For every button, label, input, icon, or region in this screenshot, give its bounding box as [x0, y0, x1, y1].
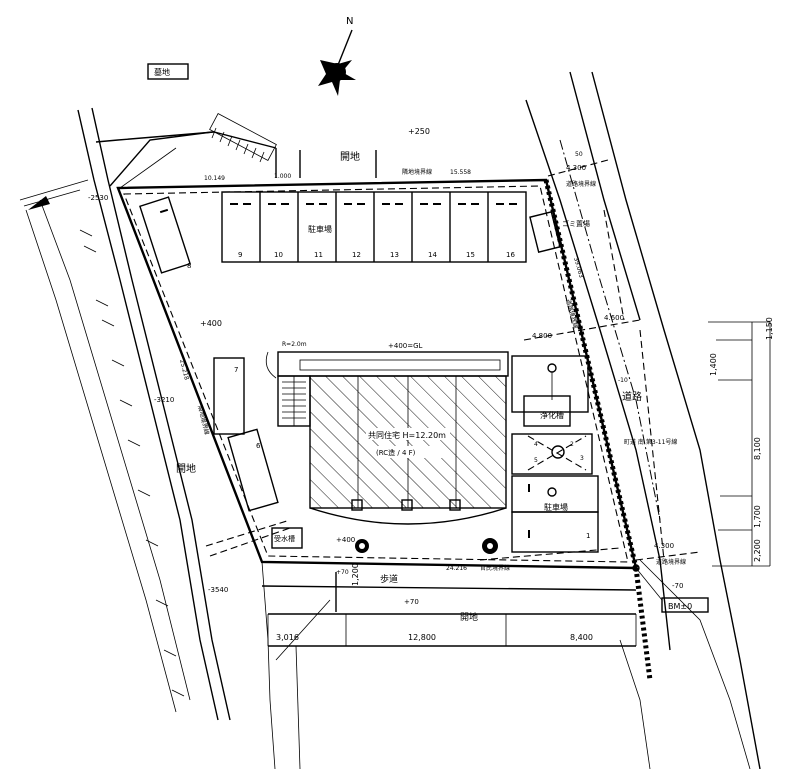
sidewalk-label: 歩道	[380, 573, 398, 585]
setback-line	[123, 185, 629, 563]
dim-north-b: 1.000	[274, 173, 291, 180]
dim-north-c: 15.558	[450, 169, 471, 176]
stall-8: 8	[187, 262, 191, 270]
stall-13: 13	[390, 251, 399, 259]
se-stall-4: 4	[534, 441, 538, 448]
parking-se-label: 駐車場	[544, 502, 568, 512]
north-strip	[95, 113, 377, 189]
dim-east-top: 50	[575, 151, 583, 158]
cemetery-label: 墓地	[154, 67, 170, 77]
elevation-plus400gl: +400=GL	[388, 342, 423, 350]
north-boundary-label: 隣地境界線	[402, 168, 432, 176]
dim-north-a: 10.149	[204, 175, 225, 182]
vacant-top-label: 開地	[340, 150, 360, 163]
east-boundary-label-3: 道路境界線	[656, 558, 686, 566]
garbage-label: ゴミ置場	[562, 219, 590, 228]
dim-left-1: 1,200	[351, 563, 360, 586]
vacant-bottom-label: 開地	[460, 611, 478, 623]
stall-11: 11	[314, 251, 323, 259]
water-tank-label: 受水槽	[274, 534, 295, 543]
dim-bottom-3: 8,400	[570, 633, 593, 642]
stall-10: 10	[274, 251, 283, 259]
dim-right-a: 1,150	[765, 317, 774, 340]
north-arrow-icon: N	[318, 16, 356, 96]
tree-icon	[355, 539, 369, 553]
bm-label: BM±0	[668, 602, 692, 611]
elevation-m3210: -3210	[154, 396, 174, 404]
elevation-plus400b: +400	[336, 536, 355, 544]
building-sub-label: (RC造 / 4 F)	[376, 448, 416, 457]
dim-west: 25.218	[178, 359, 190, 381]
stall-12: 12	[352, 251, 361, 259]
dim-south: 24.216	[446, 565, 467, 572]
elevation-plus70a: +70	[404, 598, 419, 606]
se-stall-3: 3	[580, 455, 584, 462]
north-label: N	[346, 16, 353, 27]
vacant-left-label: 開地	[176, 462, 196, 475]
elevation-m2530: -2530	[88, 194, 108, 202]
garbage-box	[529, 211, 561, 253]
elevation-plus70b: +70	[336, 569, 349, 576]
cemetery-box	[147, 63, 189, 80]
building-label: 共同住宅 H=12.20m	[368, 430, 446, 440]
stall-14: 14	[428, 251, 437, 259]
dim-right-b: 1,400	[709, 353, 718, 376]
east-boundary-label-1: 道路境界線	[566, 180, 596, 188]
parking-north-label: 駐車場	[308, 224, 332, 234]
parking-se	[511, 475, 599, 553]
dim-east-1: 4.300	[566, 164, 586, 172]
elevation-plus400a: +400	[200, 319, 222, 328]
elevation-plus250: +250	[408, 127, 430, 136]
dim-east-3: 4.600	[604, 314, 624, 322]
south-area	[205, 519, 637, 769]
septic-label: 浄化槽	[540, 410, 564, 420]
west-embankment	[19, 107, 231, 721]
se-stall-2: 2	[570, 441, 574, 448]
water-tank-box	[271, 527, 303, 549]
se-stall-1: 1	[586, 532, 590, 540]
dim-bottom-1: 3,016	[276, 633, 299, 642]
stall-7: 7	[234, 366, 238, 374]
east-fence	[543, 179, 653, 681]
dim-right-e: 2,200	[753, 539, 762, 562]
tree-icon	[482, 538, 498, 554]
stall-16: 16	[506, 251, 515, 259]
bm-box	[661, 597, 709, 613]
road-label: 道路	[622, 390, 642, 403]
dim-right-d: 1,700	[753, 505, 762, 528]
parking-north	[221, 191, 527, 263]
east-road	[525, 71, 761, 769]
se-stall-5: 5	[534, 457, 538, 464]
radius-label: R=2.0m	[282, 341, 307, 348]
south-boundary-label: 官民境界線	[480, 564, 510, 572]
parking-west	[139, 196, 279, 512]
elevation-m10: -10	[618, 377, 628, 384]
stall-9: 9	[238, 251, 242, 259]
west-boundary-label: 隣地境界線	[196, 405, 211, 436]
dim-east-4: 4.300	[654, 542, 674, 550]
right-dimension-chain	[708, 321, 771, 567]
stall-6: 6	[256, 442, 261, 450]
elevation-m70: -70	[672, 582, 683, 590]
dim-right-c: 8,100	[753, 437, 762, 460]
septic-area	[511, 355, 593, 475]
road-sub-label: 町道 南 第3-11号線	[624, 438, 677, 446]
dim-bottom-2: 12,800	[408, 633, 436, 642]
building-footprint	[265, 351, 509, 525]
dim-east-2: 4.800	[532, 332, 552, 340]
stall-15: 15	[466, 251, 475, 259]
elevation-m3540: -3540	[208, 586, 228, 594]
dim-east: 39.063	[572, 257, 585, 279]
